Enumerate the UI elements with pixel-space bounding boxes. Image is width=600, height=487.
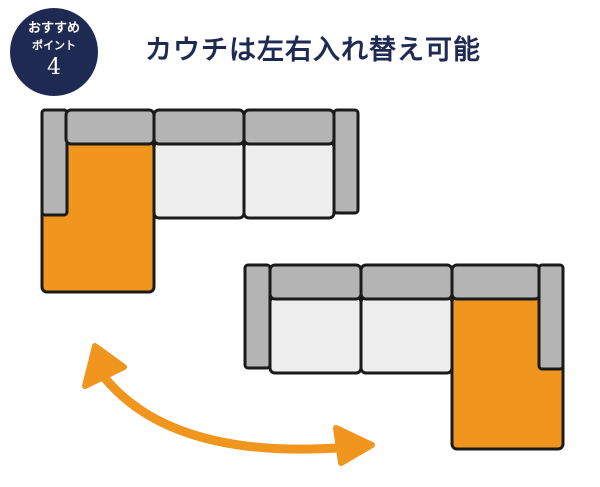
- badge-label: おすすめ: [27, 21, 80, 36]
- backrest-2: [152, 108, 246, 146]
- armrest-left-overlay: [40, 108, 69, 217]
- seat-3: [242, 140, 336, 220]
- backrest-3: [450, 263, 542, 301]
- armrest-left: [243, 263, 272, 370]
- seat-2: [152, 140, 246, 220]
- badge-sublabel: ポイント: [32, 39, 76, 52]
- recommend-point-badge: おすすめ ポイント 4: [10, 8, 98, 96]
- backrest-1: [268, 263, 363, 301]
- armrest-right: [332, 108, 360, 215]
- backrest-2: [359, 263, 454, 301]
- seat-2: [359, 295, 454, 375]
- curved-double-arrow-icon: [82, 343, 375, 466]
- backrest-3: [242, 108, 336, 146]
- badge-number: 4: [47, 55, 61, 80]
- backrest-1: [64, 108, 156, 146]
- sofa-top-icon: [40, 108, 360, 294]
- armrest-right: [537, 263, 565, 371]
- page-title: カウチは左右入れ替え可能: [145, 35, 481, 66]
- seat-1: [268, 295, 363, 375]
- sofa-bottom-icon: [243, 263, 565, 451]
